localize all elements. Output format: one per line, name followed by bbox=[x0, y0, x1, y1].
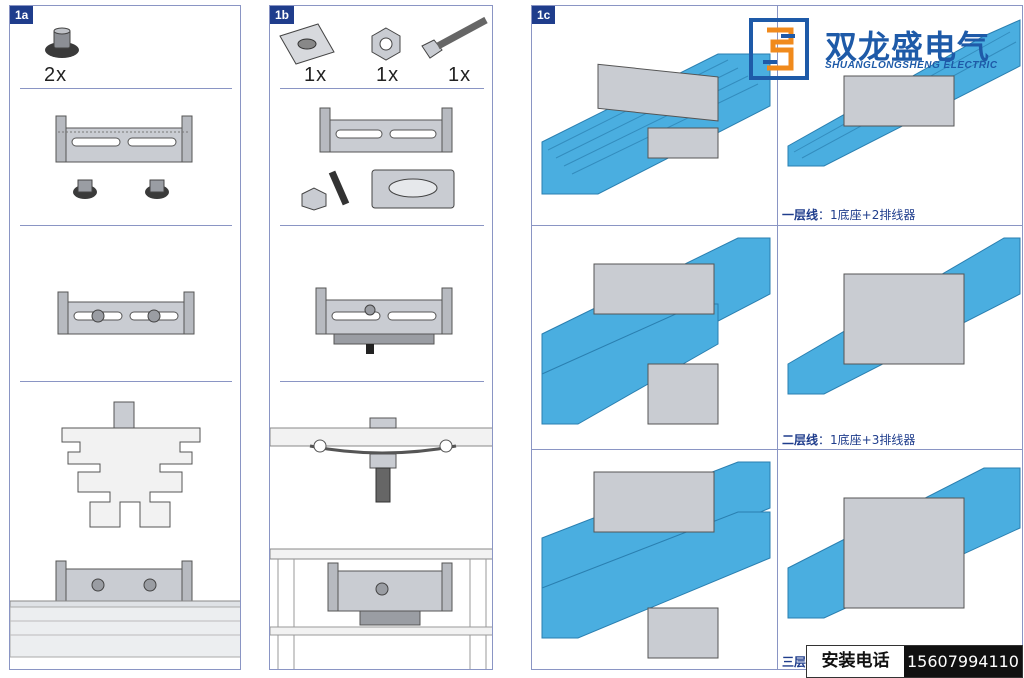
cable-layer-drawing bbox=[787, 19, 1021, 167]
washer-plate-icon bbox=[279, 23, 335, 65]
caption-title: 二层线 bbox=[782, 433, 819, 447]
clamp-section-drawing bbox=[270, 417, 492, 503]
cable-layer-drawing bbox=[541, 461, 771, 659]
caption-title: 一层线 bbox=[782, 208, 819, 222]
bracket-with-clamp-drawing bbox=[315, 287, 453, 354]
caption-layer1: 一层线：1底座+2排线器 bbox=[782, 206, 915, 223]
bolt-icon bbox=[145, 179, 169, 199]
divider bbox=[20, 381, 232, 382]
hex-bolt-icon bbox=[421, 16, 488, 59]
brand-name: 双龙盛电气 bbox=[825, 28, 991, 66]
quantity-label: 1x bbox=[376, 64, 400, 86]
cable-layer-drawing bbox=[541, 53, 771, 195]
bracket-on-rail-drawing bbox=[10, 560, 240, 658]
grid-divider bbox=[532, 225, 1022, 226]
caption-detail: ：1底座+2排线器 bbox=[818, 208, 916, 222]
cable-layer-drawing bbox=[787, 237, 1021, 395]
quantity-label: 2x bbox=[44, 64, 68, 86]
tnut-icon bbox=[45, 27, 79, 58]
divider bbox=[20, 225, 232, 226]
brand-subtitle: SHUANGLONGSHENG ELECTRIC bbox=[825, 60, 998, 71]
caption-detail: ：1底座+3排线器 bbox=[818, 433, 916, 447]
cable-layer-drawing bbox=[541, 237, 771, 425]
divider bbox=[20, 88, 232, 89]
quantity-label: 1x bbox=[304, 64, 328, 86]
hex-nut-icon bbox=[371, 27, 401, 61]
quantity-label: 1x bbox=[448, 64, 472, 86]
panel-tag-1b: 1b bbox=[270, 6, 295, 24]
bracket-base-drawing bbox=[55, 115, 193, 163]
bracket-on-frame-drawing bbox=[270, 548, 492, 669]
divider bbox=[280, 225, 484, 226]
panel-tag-1a: 1a bbox=[10, 6, 34, 24]
cable-layer-drawing bbox=[787, 467, 1021, 619]
caption-title: 三层 bbox=[782, 655, 807, 669]
clamp-plate-icon bbox=[371, 169, 455, 209]
phone-label: 安装电话 bbox=[821, 651, 890, 671]
panel-1b: 1b 1x 1x 1x bbox=[269, 5, 493, 670]
brand-logo: 双龙盛电气 SHUANGLONGSHENG ELECTRIC bbox=[745, 18, 1015, 82]
grid-divider bbox=[777, 6, 778, 669]
install-phone-banner: 安装电话 15607994110 bbox=[806, 645, 1023, 678]
grid-divider bbox=[532, 449, 1022, 450]
panel-1a: 1a 2x bbox=[9, 5, 241, 670]
caption-layer2: 二层线：1底座+3排线器 bbox=[782, 431, 915, 448]
divider bbox=[280, 381, 484, 382]
panel-tag-1c: 1c bbox=[532, 6, 556, 24]
bolt-icon bbox=[73, 179, 97, 199]
nut-bolt-icon bbox=[301, 170, 350, 211]
caption-layer3: 三层 bbox=[782, 653, 807, 669]
bracket-assembled-drawing bbox=[57, 291, 195, 335]
rail-profile-drawing bbox=[61, 401, 201, 528]
panel-1c: 1c 一层线：1底座+2排线器 二层线：1底座+3排线器 bbox=[531, 5, 1023, 670]
bracket-base-drawing bbox=[319, 107, 453, 153]
phone-number[interactable]: 15607994110 bbox=[904, 646, 1022, 677]
divider bbox=[280, 88, 484, 89]
logo-mark-icon bbox=[749, 18, 809, 80]
